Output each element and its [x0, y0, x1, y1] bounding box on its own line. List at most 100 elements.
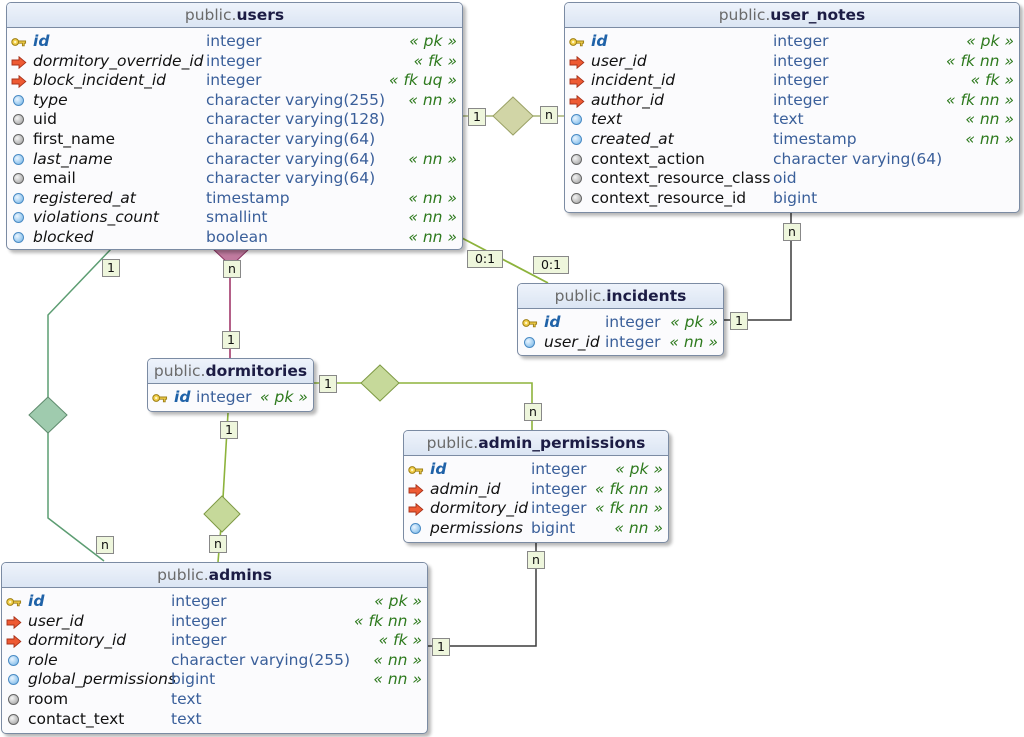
relationship-diamond [203, 495, 241, 533]
foreign-key-arrow-icon [408, 502, 424, 517]
column-constraints: « nn » [965, 110, 1014, 129]
column-constraints: « fk uq » [388, 71, 457, 90]
nullable-column-icon [571, 192, 582, 204]
column-name: registered_at [33, 188, 136, 207]
nullable-column-icon [13, 173, 24, 185]
cardinality-label: 1 [319, 375, 337, 393]
foreign-key-arrow-icon [569, 74, 585, 89]
column-constraints: « nn » [408, 188, 457, 207]
column-type: bigint [773, 188, 818, 207]
column-name: permissions [430, 518, 523, 537]
foreign-key-arrow-icon [6, 615, 22, 629]
column-type: integer [206, 51, 262, 70]
column-type: integer [171, 611, 227, 630]
column-type: integer [171, 631, 227, 650]
column-constraints: « nn » [408, 208, 457, 227]
primary-key-icon [152, 391, 168, 404]
column-constraints: « fk » [413, 51, 457, 70]
column-name: contact_text [28, 709, 125, 728]
column-constraints: « fk nn » [354, 611, 422, 630]
cardinality-label: 1 [102, 259, 120, 277]
column-constraints: « fk » [378, 631, 422, 650]
nullable-column-icon [571, 153, 582, 165]
column-name: dormitory_id [430, 499, 529, 518]
column-constraints: « nn » [373, 650, 422, 669]
not-null-column-icon [13, 212, 24, 224]
primary-key-icon [569, 35, 585, 48]
nullable-column-icon [571, 173, 582, 185]
cardinality-label: 1 [220, 421, 238, 439]
column-name: block_incident_id [33, 71, 167, 90]
foreign-key-arrow-icon [6, 634, 22, 649]
foreign-key-arrow-icon [408, 483, 424, 497]
table-header: public.incidents [518, 284, 723, 309]
not-null-column-icon [13, 94, 24, 106]
nullable-column-icon [8, 713, 19, 725]
relationship-diamond [492, 96, 534, 136]
column-name: violations_count [33, 208, 160, 227]
link-dormitories-admin-permissions [312, 382, 533, 430]
column-constraints: « nn » [408, 227, 457, 246]
cardinality-label: 0:1 [533, 256, 569, 274]
column-constraints: « fk nn » [946, 90, 1014, 109]
column-name: first_name [33, 129, 115, 148]
column-constraints: « fk nn » [595, 499, 663, 518]
column-type: character varying(128) [206, 110, 386, 129]
column-type: integer [531, 460, 587, 478]
column-row[interactable]: uid character varying(128) [7, 110, 462, 130]
column-row[interactable]: user_id integer « fk nn » [2, 612, 427, 632]
cardinality-label: 1 [222, 331, 240, 349]
foreign-key-arrow-icon [569, 55, 585, 69]
column-type: character varying(255) [206, 90, 386, 109]
column-name: admin_id [430, 479, 501, 498]
column-type: timestamp [206, 188, 290, 207]
column-type: text [773, 110, 804, 129]
column-name: last_name [33, 149, 113, 168]
table-header: public.admins [2, 563, 427, 588]
column-row[interactable]: registered_at timestamp « nn » [7, 189, 462, 209]
column-name: uid [33, 110, 57, 129]
column-name: user_id [28, 611, 84, 630]
table-header: public.admin_permissions [404, 431, 668, 456]
column-name: incident_id [591, 71, 676, 90]
